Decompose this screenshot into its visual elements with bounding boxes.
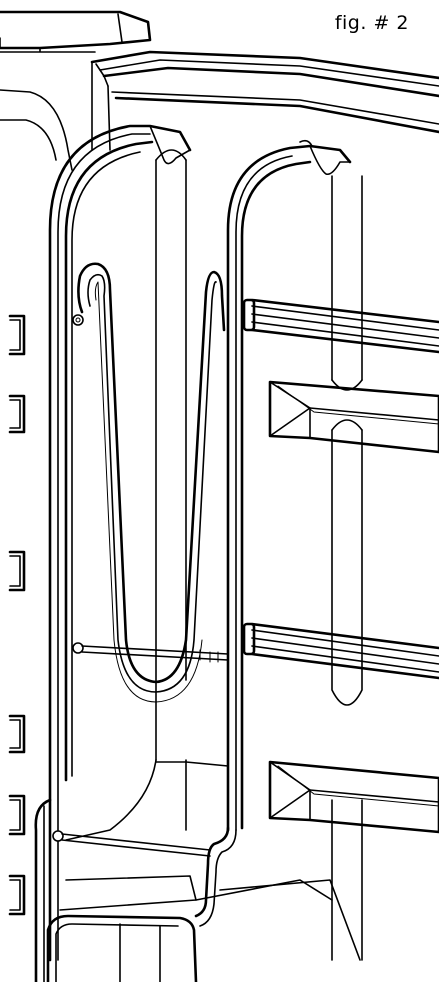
left-panel-lower-curve	[65, 759, 229, 841]
shelf-rail-lower	[242, 622, 439, 680]
bottom-crossbar	[34, 798, 333, 982]
left-door-liner	[48, 124, 192, 962]
figure-label: fig. # 2	[334, 12, 409, 34]
shelf-rail-upper	[242, 298, 439, 354]
door-bin-upper	[268, 380, 439, 454]
bottom-drawer	[46, 879, 361, 982]
right-door-liner	[226, 139, 363, 961]
wire-hook-left	[72, 262, 226, 703]
hinge-pin-middle	[72, 642, 229, 663]
door-frame-top	[90, 50, 439, 151]
cabinet-top-panel	[0, 10, 152, 53]
door-bin-lower	[268, 760, 439, 834]
left-frame-curve	[0, 89, 73, 171]
hinge-brackets	[8, 314, 26, 916]
